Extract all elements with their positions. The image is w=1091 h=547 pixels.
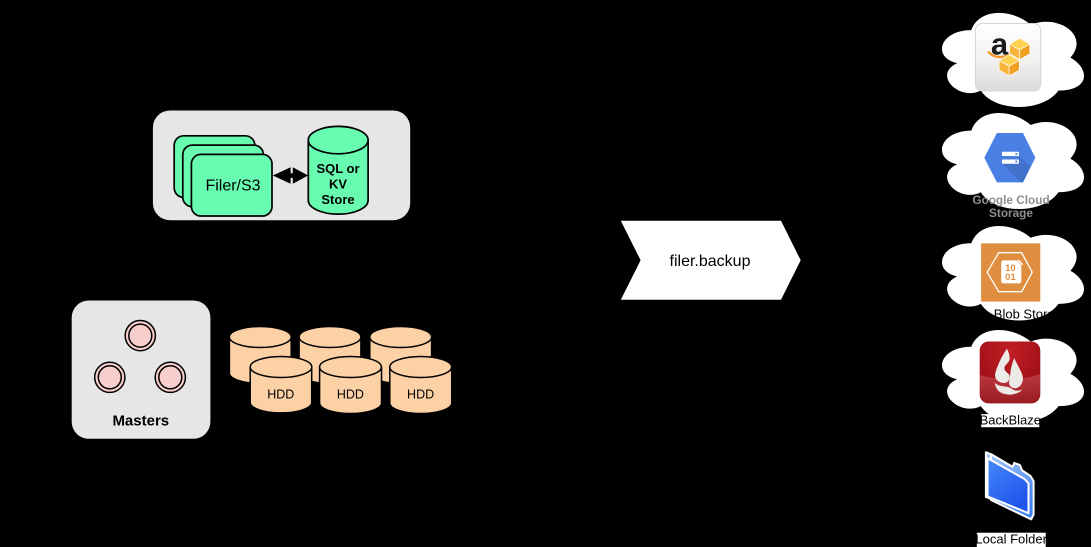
svg-text:a: a (991, 27, 1009, 62)
svg-text:01: 01 (1005, 272, 1016, 283)
svg-text:Store: Store (321, 192, 354, 207)
svg-text:Masters: Masters (112, 412, 169, 429)
svg-text:Filer/S3: Filer/S3 (205, 178, 260, 195)
svg-text:Google Cloud: Google Cloud (972, 193, 1049, 207)
svg-text:HDD: HDD (267, 388, 294, 402)
svg-text:filer.backup: filer.backup (670, 253, 751, 270)
svg-text:10: 10 (1005, 263, 1016, 274)
svg-text:Storage: Storage (989, 206, 1033, 220)
svg-text:KV: KV (329, 177, 347, 192)
svg-text:Local Folder: Local Folder (975, 532, 1047, 547)
svg-text:BackBlaze: BackBlaze (980, 413, 1041, 428)
svg-text:HDD: HDD (407, 388, 434, 402)
svg-text:SQL or: SQL or (316, 161, 359, 176)
svg-text:Blob Storage: Blob Storage (994, 307, 1069, 322)
svg-text:HDD: HDD (337, 388, 364, 402)
